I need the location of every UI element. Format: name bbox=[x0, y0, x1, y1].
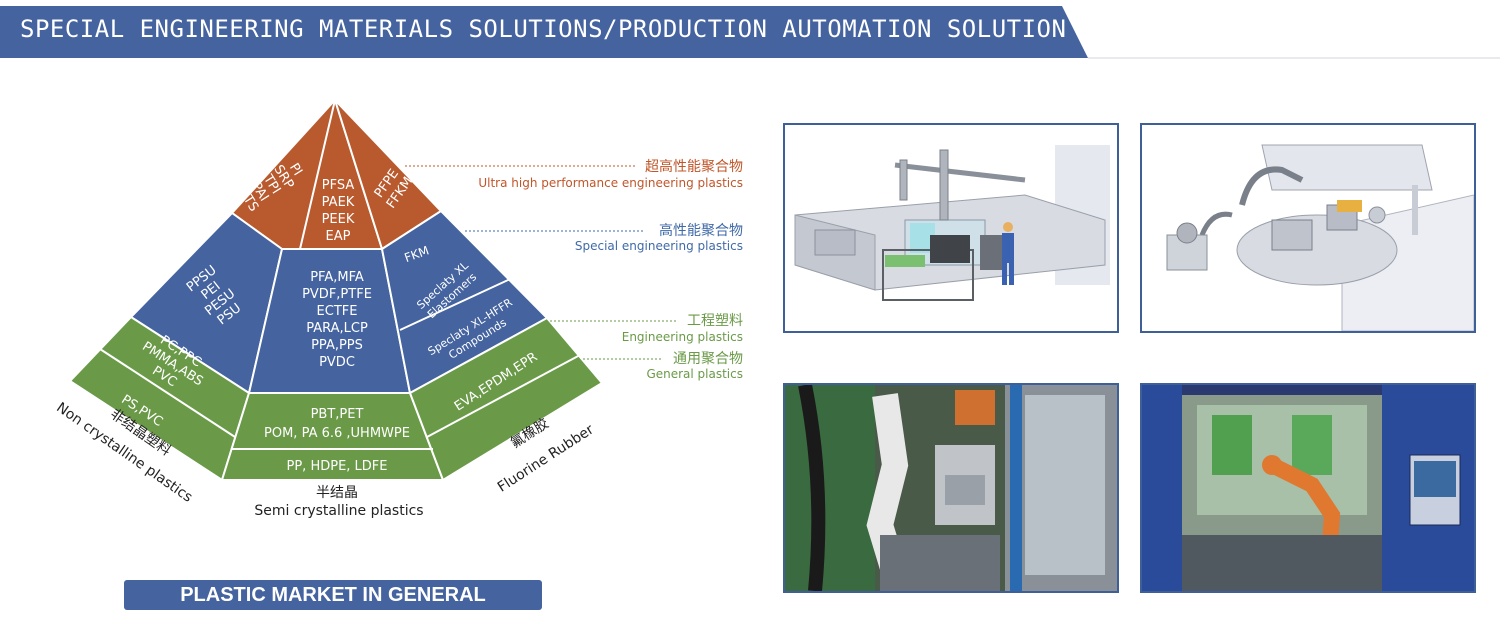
photo-injection-machine-robot bbox=[1140, 383, 1476, 593]
plastic-market-button[interactable]: PLASTIC MARKET IN GENERAL bbox=[124, 580, 542, 610]
material-eap: EAP bbox=[326, 229, 351, 244]
page-title: SPECIAL ENGINEERING MATERIALS SOLUTIONS/… bbox=[20, 15, 1067, 43]
material-peek: PEEK bbox=[322, 212, 355, 227]
tier-low-right bbox=[408, 316, 604, 482]
header-banner-shape bbox=[0, 6, 1500, 59]
level-2-cn: 高性能聚合物 bbox=[659, 222, 743, 239]
material-pbt-pet: PBT,PET bbox=[311, 407, 364, 422]
level-1-en: Ultra high performance engineering plast… bbox=[478, 176, 743, 190]
photo-robot-arm-cell bbox=[783, 383, 1119, 593]
photo-rotary-cell-cad bbox=[1140, 123, 1476, 333]
top-left-materials: PI SRP TPI PAI HTS bbox=[235, 161, 305, 215]
base-center-cn: 半结晶 bbox=[316, 485, 358, 501]
level-3-cn: 工程塑料 bbox=[687, 313, 743, 329]
material-ectfe: ECTFE bbox=[317, 304, 358, 319]
level-4-cn: 通用聚合物 bbox=[673, 351, 743, 367]
level-2-en: Special engineering plastics bbox=[575, 239, 743, 253]
material-pom-pa-uhmwpe: POM, PA 6.6 ,UHMWPE bbox=[264, 426, 410, 441]
material-ppa-pps: PPA,PPS bbox=[311, 338, 363, 353]
photo-injection-machine-cad bbox=[783, 123, 1119, 333]
material-pfsa: PFSA bbox=[322, 178, 355, 193]
level-4-en: General plastics bbox=[646, 367, 743, 381]
material-pfa-mfa: PFA,MFA bbox=[310, 270, 364, 285]
material-pvdc: PVDC bbox=[319, 355, 355, 370]
level-1-cn: 超高性能聚合物 bbox=[645, 158, 743, 175]
material-paek: PAEK bbox=[322, 195, 355, 210]
plastics-pyramid: PI SRP TPI PAI HTS PFSA PAEK PEEK EAP PF… bbox=[53, 96, 743, 519]
level-3-en: Engineering plastics bbox=[622, 330, 743, 344]
base-center-en: Semi crystalline plastics bbox=[254, 503, 423, 519]
material-para-lcp: PARA,LCP bbox=[306, 321, 368, 336]
material-pp-hdpe-ldfe: PP, HDPE, LDFE bbox=[287, 459, 388, 474]
header-banner: SPECIAL ENGINEERING MATERIALS SOLUTIONS/… bbox=[0, 0, 1500, 62]
material-pvdf-ptfe: PVDF,PTFE bbox=[302, 287, 372, 302]
